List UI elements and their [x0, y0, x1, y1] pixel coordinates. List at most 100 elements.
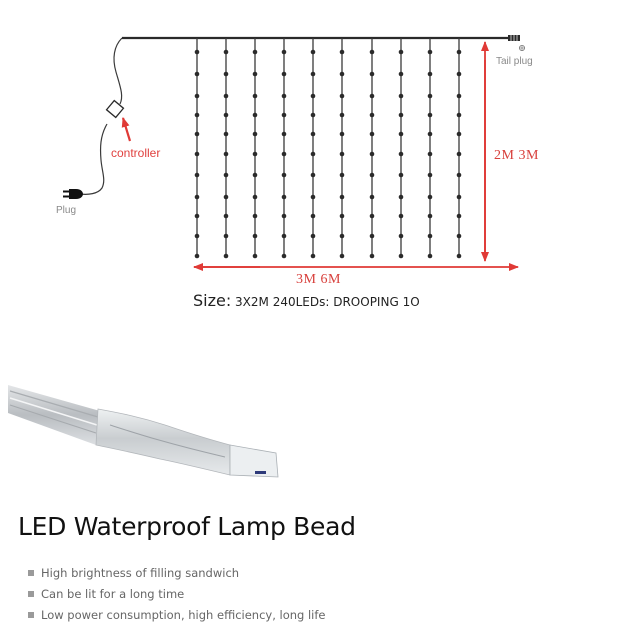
led-bead [339, 172, 345, 178]
led-bead [252, 213, 258, 219]
led-bead [310, 93, 316, 99]
led-bead [427, 112, 433, 118]
led-bead [398, 213, 404, 219]
tail-plug-label: Tail plug [496, 56, 533, 67]
led-bead [398, 172, 404, 178]
feature-list: High brightness of filling sandwich Can … [28, 562, 326, 625]
led-bead [456, 253, 462, 259]
feature-item: High brightness of filling sandwich [28, 562, 326, 583]
led-bead [339, 233, 345, 239]
led-bead [369, 194, 375, 200]
led-bead [369, 151, 375, 157]
led-bead [456, 172, 462, 178]
led-bead [456, 112, 462, 118]
led-bead [252, 194, 258, 200]
led-bead [310, 213, 316, 219]
led-bead [194, 213, 200, 219]
led-bead [310, 253, 316, 259]
led-bead [369, 172, 375, 178]
led-bead [194, 93, 200, 99]
led-bead [252, 253, 258, 259]
led-bead [194, 112, 200, 118]
led-bead [456, 233, 462, 239]
led-bead [194, 253, 200, 259]
led-bead [223, 253, 229, 259]
led-bead [398, 151, 404, 157]
led-bead [281, 71, 287, 77]
led-bead [223, 172, 229, 178]
lead-wire-lower [79, 123, 108, 195]
led-bead [369, 131, 375, 137]
plug-label: Plug [56, 205, 77, 216]
controller-arrow [121, 117, 132, 142]
led-bead [427, 131, 433, 137]
led-bead [427, 253, 433, 259]
square-bullet-icon [28, 611, 34, 618]
led-bead [339, 194, 345, 200]
led-bead [427, 71, 433, 77]
led-bead [223, 194, 229, 200]
led-bead [223, 213, 229, 219]
led-bead [456, 213, 462, 219]
plug-icon [63, 189, 83, 199]
led-bead [427, 233, 433, 239]
led-bead [223, 49, 229, 55]
led-bead [281, 172, 287, 178]
controller-icon [105, 99, 125, 119]
led-bead [252, 233, 258, 239]
feature-text: Low power consumption, high efficiency, … [41, 607, 326, 622]
led-bead [369, 213, 375, 219]
led-bead [310, 131, 316, 137]
led-bead [456, 71, 462, 77]
led-bead [310, 194, 316, 200]
led-bead [339, 253, 345, 259]
led-bead [252, 71, 258, 77]
led-bead [456, 93, 462, 99]
led-bead [398, 93, 404, 99]
led-bead [194, 49, 200, 55]
feature-text: Can be lit for a long time [41, 586, 185, 601]
tail-plug-icon [508, 35, 526, 52]
led-bead [310, 71, 316, 77]
led-bead [398, 253, 404, 259]
led-bead [427, 194, 433, 200]
led-bead [339, 131, 345, 137]
led-bead [281, 194, 287, 200]
height-dimension-label: 2M 3M [494, 148, 539, 163]
led-bead [456, 151, 462, 157]
led-bead [339, 151, 345, 157]
led-bead [427, 172, 433, 178]
led-bead [310, 233, 316, 239]
led-bead [281, 112, 287, 118]
square-bullet-icon [28, 569, 34, 576]
led-bead [194, 131, 200, 137]
led-bead [252, 93, 258, 99]
led-bead [339, 112, 345, 118]
led-bead [310, 112, 316, 118]
led-bead [369, 233, 375, 239]
wiring-diagram-graphic [63, 35, 526, 271]
led-bead [427, 151, 433, 157]
led-bead [369, 49, 375, 55]
led-bead [427, 49, 433, 55]
led-bead [281, 49, 287, 55]
size-value: 3X2M 240LEDs: DROOPING 1O [231, 295, 420, 309]
led-bead [223, 233, 229, 239]
led-bead [223, 112, 229, 118]
led-bead [310, 172, 316, 178]
led-bead [456, 49, 462, 55]
led-bead [252, 151, 258, 157]
feature-item: Low power consumption, high efficiency, … [28, 604, 326, 625]
led-bead [398, 49, 404, 55]
led-bead [252, 49, 258, 55]
led-bead [310, 49, 316, 55]
width-dimension-label: 3M 6M [296, 272, 341, 287]
led-bead [281, 253, 287, 259]
led-bead [252, 131, 258, 137]
led-bead [194, 172, 200, 178]
square-bullet-icon [28, 590, 34, 597]
led-bead [223, 93, 229, 99]
led-bead [194, 233, 200, 239]
led-bead [398, 71, 404, 77]
led-bead [427, 93, 433, 99]
